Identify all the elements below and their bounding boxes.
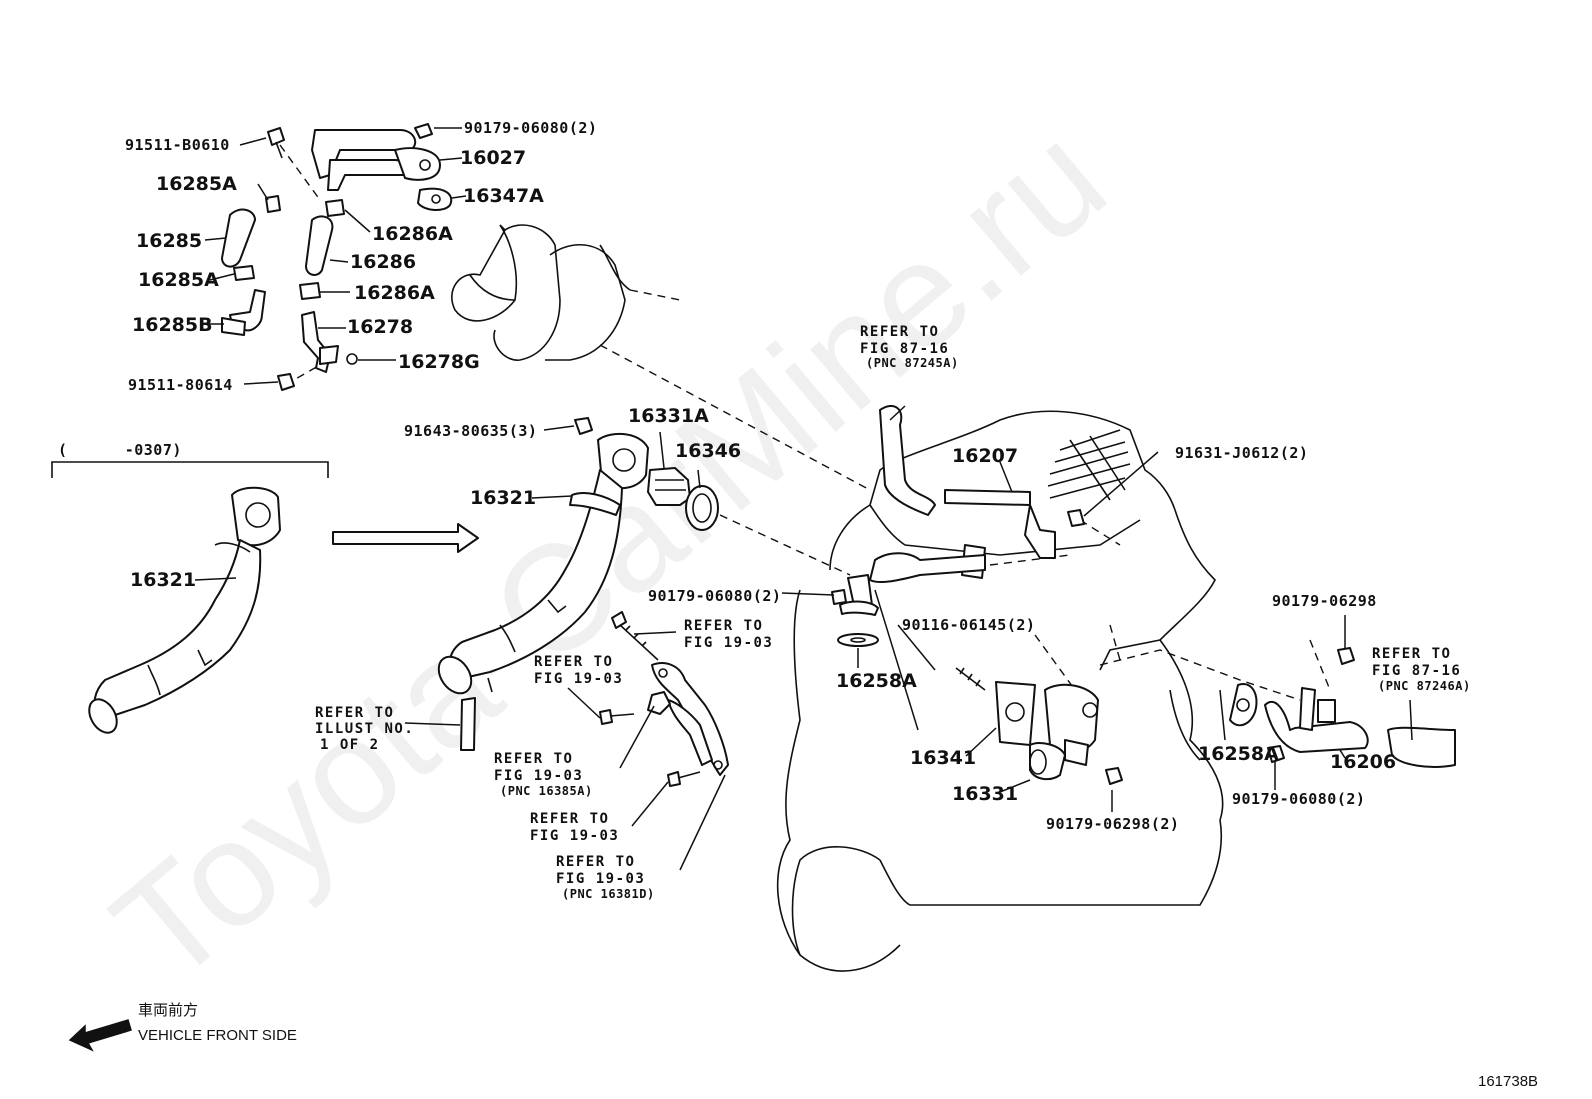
label-16347a: 16347A	[463, 185, 544, 207]
turbo-housing-outline	[451, 224, 681, 361]
label-16346: 16346	[675, 440, 741, 462]
label-16321-variant: 16321	[130, 569, 196, 591]
head-cover-hatch	[1047, 429, 1131, 501]
label-16285a-lower: 16285A	[138, 269, 219, 291]
dashed-guide-lines	[279, 144, 1331, 701]
variant-pipe-bracket	[51, 461, 329, 478]
label-16285: 16285	[136, 230, 202, 252]
label-16207: 16207	[952, 445, 1018, 467]
refer-19-03-b-l1: REFER TO	[534, 654, 613, 670]
refer-illust-l1: REFER TO	[315, 705, 394, 721]
bypass-pipe-assembly	[221, 123, 453, 391]
label-91511-b0610: 91511-B0610	[125, 136, 230, 154]
thermostat-and-gasket	[647, 467, 719, 531]
label-16285a-top: 16285A	[156, 173, 237, 195]
front-note-japanese: 車両前方	[138, 1002, 198, 1019]
label-16027: 16027	[460, 147, 526, 169]
front-arrow-icon	[68, 1019, 132, 1052]
label-16206: 16206	[1330, 751, 1396, 773]
label-16341: 16341	[910, 747, 976, 769]
refer-notes: REFER TO FIG 87-16 (PNC 87245A) REFER TO…	[315, 324, 1471, 901]
refer-19-03-e-l1: REFER TO	[556, 854, 635, 870]
label-16278: 16278	[347, 316, 413, 338]
refer-87-16-a-l2: FIG 87-16	[860, 341, 949, 357]
part-labels: 91511-B0610 90179-06080(2) 16027 16347A …	[125, 119, 1396, 833]
water-bypass-pipe-16206	[1229, 647, 1456, 768]
label-90179-06298: 90179-06298	[1272, 592, 1377, 610]
variant-arrow	[332, 523, 479, 553]
label-91511-80614: 91511-80614	[128, 376, 233, 394]
refer-19-03-c-l2: FIG 19-03	[494, 768, 583, 784]
refer-87-16-a-l3: (PNC 87245A)	[866, 356, 959, 370]
refer-19-03-a-l2: FIG 19-03	[684, 635, 773, 651]
label-16331: 16331	[952, 783, 1018, 805]
label-16331a: 16331A	[628, 405, 709, 427]
refer-19-03-d-l2: FIG 19-03	[530, 828, 619, 844]
refer-19-03-e-l2: FIG 19-03	[556, 871, 645, 887]
leader-lines	[194, 127, 1413, 871]
refer-19-03-b-l2: FIG 19-03	[534, 671, 623, 687]
diagram-code: 161738B	[1478, 1073, 1538, 1090]
mounting-bracket	[599, 611, 729, 787]
refer-illust-l2: ILLUST NO.	[315, 721, 414, 737]
label-16258a-right: 16258A	[1198, 743, 1279, 765]
bypass-hose-16207	[869, 405, 1085, 584]
pipe-elbow-16258	[831, 574, 879, 647]
vehicle-front-indicator: 車両前方 VEHICLE FRONT SIDE	[68, 1002, 297, 1052]
label-90179-06080-2c: 90179-06080(2)	[1232, 790, 1365, 808]
water-outlet-pipe-variant	[88, 486, 281, 734]
label-16286a-top: 16286A	[372, 223, 453, 245]
refer-87-16-a-l1: REFER TO	[860, 324, 939, 340]
label-90179-06080-2b: 90179-06080(2)	[648, 587, 781, 605]
water-inlet-16331	[955, 667, 1123, 785]
label-16258a-center: 16258A	[836, 670, 917, 692]
variant-range-label: ( -0307)	[58, 441, 182, 459]
refer-87-16-b-l3: (PNC 87246A)	[1378, 679, 1471, 693]
label-91631-j0612: 91631-J0612(2)	[1175, 444, 1308, 462]
label-16286a-lower: 16286A	[354, 282, 435, 304]
water-outlet-pipe-main	[437, 417, 649, 695]
label-90116-06145: 90116-06145(2)	[902, 616, 1035, 634]
refer-19-03-e-l3: (PNC 16381D)	[562, 887, 655, 901]
label-16278g: 16278G	[398, 351, 480, 373]
refer-87-16-b-l1: REFER TO	[1372, 646, 1451, 662]
label-90179-06298-2: 90179-06298(2)	[1046, 815, 1179, 833]
hose-stub	[460, 697, 476, 751]
engine-block-outline	[776, 410, 1224, 972]
label-16285b: 16285B	[132, 314, 213, 336]
refer-87-16-b-l2: FIG 87-16	[1372, 663, 1461, 679]
label-91643-80635: 91643-80635(3)	[404, 422, 537, 440]
refer-19-03-c-l1: REFER TO	[494, 751, 573, 767]
label-16286: 16286	[350, 251, 416, 273]
refer-19-03-c-l3: (PNC 16385A)	[500, 784, 593, 798]
label-90179-06080-2a: 90179-06080(2)	[464, 119, 597, 137]
refer-19-03-a-l1: REFER TO	[684, 618, 763, 634]
front-note-english: VEHICLE FRONT SIDE	[138, 1027, 297, 1044]
refer-illust-l3: 1 OF 2	[320, 737, 380, 753]
refer-19-03-d-l1: REFER TO	[530, 811, 609, 827]
label-16321-main: 16321	[470, 487, 536, 509]
